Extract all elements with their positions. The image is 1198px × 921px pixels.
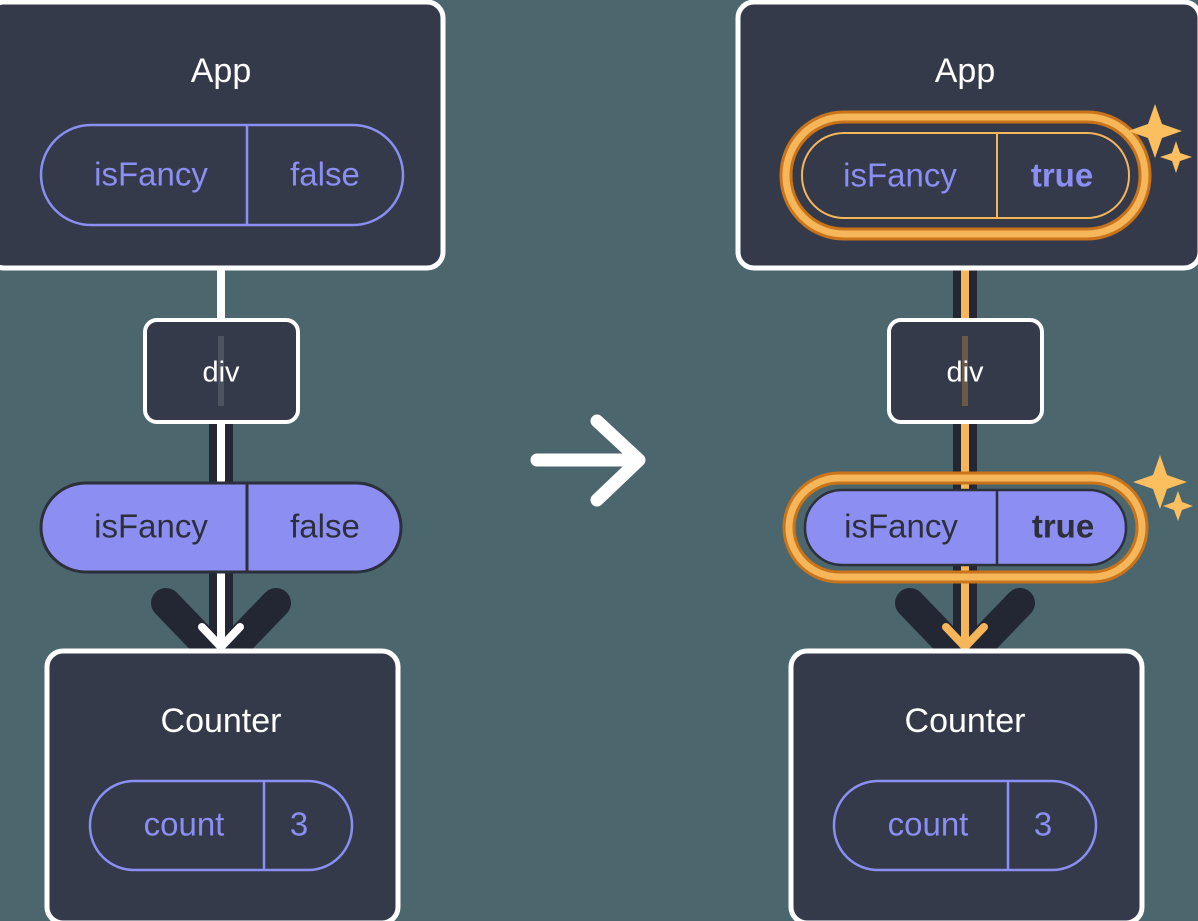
wire-div-to-pill-left: [209, 420, 233, 490]
app-pill-value-left: false: [290, 156, 360, 193]
app-pill-right: isFancy true: [801, 132, 1130, 219]
app-pill-key-right: isFancy: [843, 157, 957, 194]
div-label-right: div: [946, 357, 984, 389]
prop-pill-key-right: isFancy: [844, 508, 958, 545]
counter-title-right: Counter: [905, 702, 1026, 740]
counter-box-right: Counter count 3: [788, 648, 1145, 921]
counter-pill-key-right: count: [888, 806, 969, 843]
counter-pill-value-right: 3: [1034, 806, 1052, 843]
sparkles-icon-prop: [1133, 455, 1193, 521]
app-title-left: App: [191, 52, 252, 90]
div-box-left: div: [143, 318, 300, 424]
highlight-ring-app-right: [779, 110, 1152, 241]
wire-app-to-div-left: [217, 250, 225, 330]
app-pill-value-right: true: [1031, 157, 1093, 194]
prop-pill-value-right: true: [1032, 508, 1094, 545]
counter-pill-value-left: 3: [290, 806, 308, 843]
div-box-right: div: [887, 318, 1044, 424]
counter-box-left: Counter count 3: [44, 648, 401, 921]
counter-pill-key-left: count: [144, 806, 225, 843]
prop-pill-key-left: isFancy: [94, 508, 208, 545]
counter-pill-left: count 3: [88, 779, 354, 872]
div-label-left: div: [202, 357, 240, 389]
app-pill-left: isFancy false: [39, 123, 405, 227]
sparkles-icon: [1128, 104, 1192, 173]
prop-pill-right: isFancy true: [782, 455, 1193, 584]
counter-pill-right: count 3: [832, 779, 1098, 872]
prop-pill-value-left: false: [290, 508, 360, 545]
app-box-left: App isFancy false: [0, 0, 446, 271]
highlight-ring-prop-right: [782, 471, 1149, 584]
app-box-right: App isFancy true: [735, 0, 1198, 271]
counter-title-left: Counter: [161, 702, 282, 740]
app-pill-key-left: isFancy: [94, 156, 208, 193]
prop-pill-left: isFancy false: [39, 481, 403, 574]
app-title-right: App: [935, 52, 996, 90]
arrow-right-icon: [530, 414, 646, 507]
